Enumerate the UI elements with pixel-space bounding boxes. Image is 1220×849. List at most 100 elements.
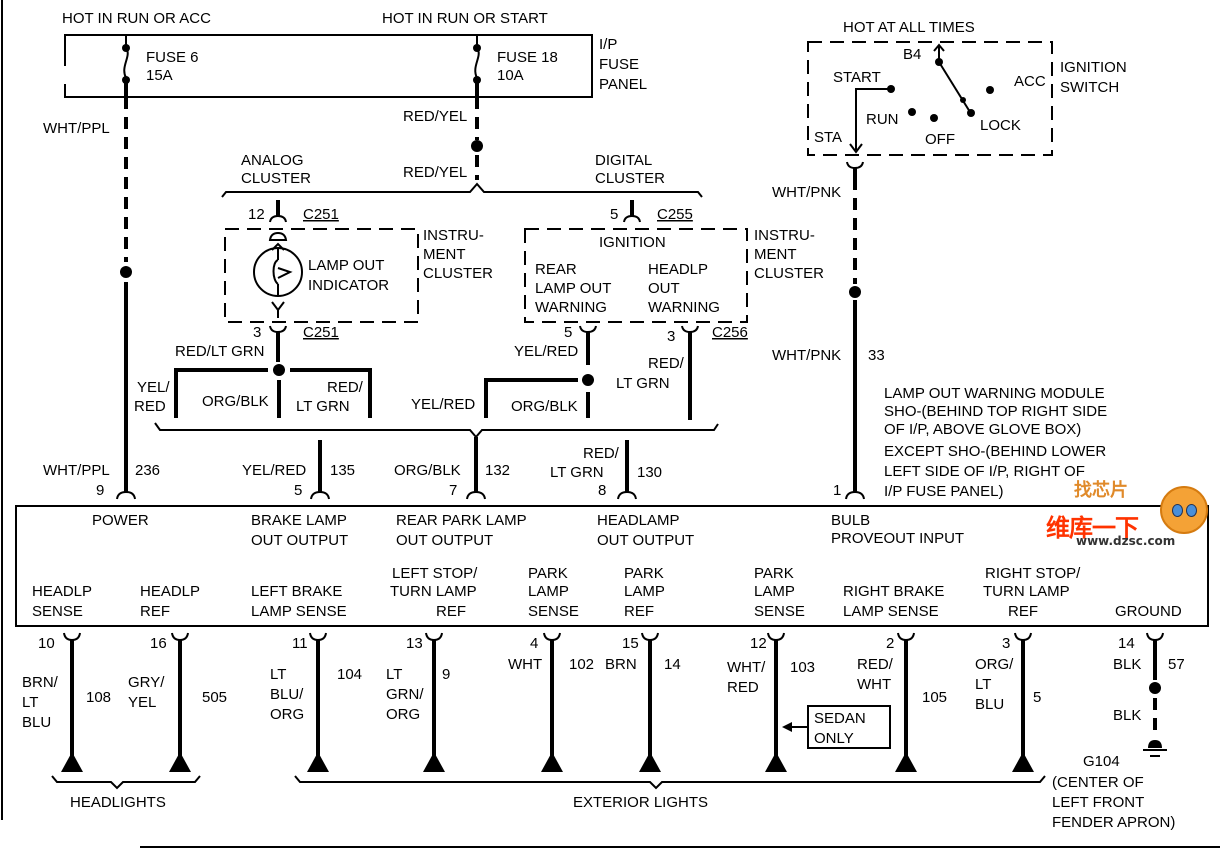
sedan-only-1: SEDAN [814,710,866,727]
module-note-2: SHO-(BEHIND TOP RIGHT SIDE [884,403,1107,420]
headlp-warning-1: HEADLP [648,261,708,278]
splice-ground [1149,682,1161,694]
output-connector-cap [171,632,189,642]
fuse-18-rating: 10A [497,67,524,84]
watermark-mascot-icon [1160,486,1208,534]
output-connector-cap [63,632,81,642]
module-fn-power: POWER [92,512,149,529]
input-circuit-135: 135 [330,462,355,479]
source-run-acc: HOT IN RUN OR ACC [62,10,211,27]
module-fn-left-brake-2: LAMP SENSE [251,603,347,620]
source-run-start: HOT IN RUN OR START [382,10,548,27]
digital-top-pin: 5 [610,206,618,223]
fuse-6 [122,35,130,97]
input-pin-5: 5 [294,482,302,499]
wire-label-wht-pnk-1: WHT/PNK [772,184,841,201]
wire-analog-red-lt-grn [290,368,372,418]
sedan-only-arrow-icon [782,722,792,732]
output-connector-cap [309,632,327,642]
wire-label-red-yel-2: RED/YEL [403,164,467,181]
wire-circuit-33: 33 [868,347,885,364]
output-wire-color-label: ORG/ [975,656,1014,673]
module-fn-right-stop-3: REF [1008,603,1038,620]
lamp-terminal-icon [541,752,563,772]
output-wire-color-label: WHT/ [727,659,766,676]
module-fn-park-sense-1: PARK [528,565,568,582]
module-fn-bulb-1: BULB [831,512,870,529]
output-connector-cap [1146,632,1164,642]
module-fn-park-sense-3: SENSE [528,603,579,620]
ground-wire-blk: BLK [1113,707,1141,724]
sedan-only-2: ONLY [814,730,854,747]
module-fn-headlp-ref-2: REF [140,603,170,620]
rear-warning-1: REAR [535,261,577,278]
module-fn-left-brake-1: LEFT BRAKE [251,583,342,600]
headlp-warning-2: OUT [648,280,680,297]
ground-symbol-icon [1143,740,1167,757]
wire-label-red-digital: RED/ [648,355,685,372]
group-exterior-lights: EXTERIOR LIGHTS [573,794,708,811]
output-connector-cap [543,632,561,642]
input-wire-8-line2: LT GRN [550,464,604,481]
analog-instrument-cluster-2: MENT [423,246,466,263]
splice-label-red: RED [134,398,166,415]
digital-top-connector: C255 [657,206,693,223]
output-pin-label: 14 [1118,635,1135,652]
module-fn-park-ref-2: LAMP [624,583,665,600]
analog-bottom-pin: 3 [253,324,261,341]
connector-c251-top [269,200,287,223]
group-headlights: HEADLIGHTS [70,794,166,811]
lamp-out-indicator-label-2: INDICATOR [308,277,389,294]
connector-c256-headlp [681,325,699,420]
output-circuit-number: 103 [790,659,815,676]
lamp-out-warning-module-box [15,505,1209,627]
digital-instrument-cluster-3: CLUSTER [754,265,824,282]
output-wire-color-label: LT [270,666,286,683]
input-pin-9: 9 [96,482,104,499]
connector-c251-bottom [269,325,287,362]
source-all-times: HOT AT ALL TIMES [843,19,975,36]
lamp-terminal-icon [307,752,329,772]
analog-cluster-title-1: ANALOG [241,152,304,169]
splice-analog [273,364,285,376]
module-fn-rear-park-1: REAR PARK LAMP [396,512,527,529]
fuse-panel-box [64,34,593,98]
fuse-6-rating: 15A [146,67,173,84]
module-fn-park-sense2-3: SENSE [754,603,805,620]
wire-label-wht-pnk-2: WHT/PNK [772,347,841,364]
option-bracket-clusters [221,182,703,198]
output-pin-label: 13 [406,635,423,652]
digital-instrument-cluster-1: INSTRU- [754,227,815,244]
lamp-terminal-icon [1012,752,1034,772]
digital-cluster-box [524,228,748,323]
wire-label-red-yel-1: RED/YEL [403,108,467,125]
output-connector-cap [1014,632,1032,642]
ign-output-sta: STA [814,129,842,146]
input-pin-8: 8 [598,482,606,499]
module-fn-right-brake-2: LAMP SENSE [843,603,939,620]
bracket-exterior-lights [294,775,1046,790]
module-fn-park-ref-1: PARK [624,565,664,582]
output-pin-label: 11 [292,635,308,652]
digital-pin-rear: 5 [564,324,572,341]
ign-pos-acc: ACC [1014,73,1046,90]
output-circuit-number: 14 [664,656,681,673]
output-connector-cap [641,632,659,642]
module-fn-brake-out-1: BRAKE LAMP [251,512,347,529]
wire-digital-yel-red [484,378,578,418]
output-circuit-number: 9 [442,666,450,683]
input-wire-8-line1: RED/ [583,445,620,462]
output-wire-color-label: BLU [975,696,1004,713]
rear-warning-3: WARNING [535,299,607,316]
module-fn-park-sense2-2: LAMP [754,583,795,600]
output-circuit-number: 5 [1033,689,1041,706]
input-circuit-236: 236 [135,462,160,479]
